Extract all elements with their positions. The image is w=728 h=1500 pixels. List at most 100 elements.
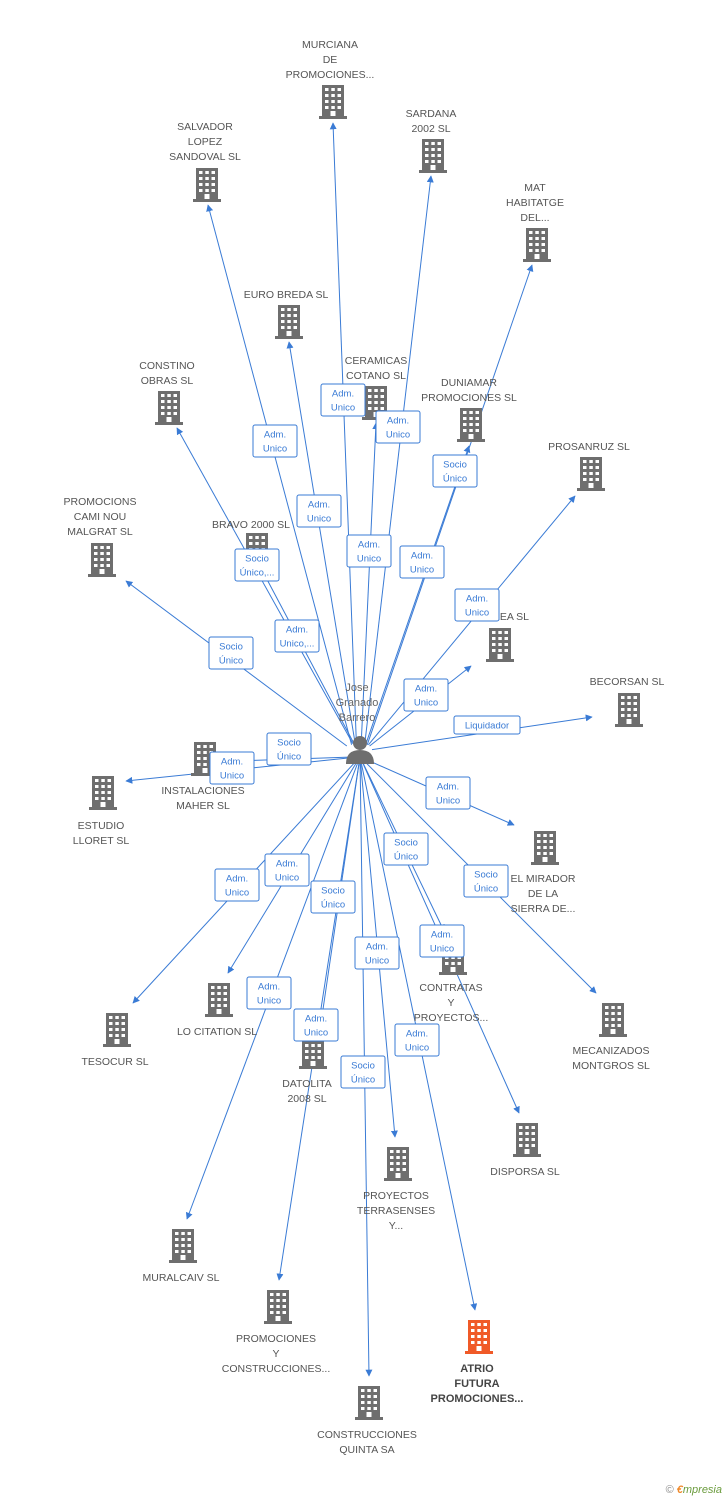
edge-label-box — [293, 1008, 339, 1042]
building-icon — [103, 1013, 131, 1047]
edge-label-constino[interactable]: SocioÚnico,... — [234, 548, 280, 582]
edge-label-muralcaiv[interactable]: Adm.Unico — [246, 976, 292, 1010]
edge-label-text: Adm. — [358, 540, 380, 551]
edge-label-text: Adm. — [286, 625, 308, 636]
edge-label-lloret[interactable]: Adm.Unico — [209, 751, 255, 785]
edge-label-box — [403, 678, 449, 712]
edge-label-box — [453, 715, 521, 735]
footer-brand: ©€mpresia — [666, 1484, 722, 1496]
company-label: SIERRA DE... — [511, 903, 576, 915]
edge-label-text: Unico — [304, 1028, 328, 1039]
edge-label-locitation[interactable]: Adm. Unico — [264, 853, 310, 887]
company-label: PROMOCIONES... — [431, 1393, 524, 1405]
company-label: BECORSAN SL — [590, 676, 665, 688]
edge-label-box — [346, 534, 392, 568]
building-icon — [513, 1123, 541, 1157]
person-icon — [346, 736, 374, 764]
building-icon — [264, 1290, 292, 1324]
edge-to-eurobreda — [286, 341, 356, 744]
company-node-bravo[interactable]: BRAVO 2000 SL — [212, 519, 290, 567]
company-label: PROMOCIONES — [236, 1333, 316, 1345]
company-label: BRAVO 2000 SL — [212, 519, 290, 531]
edge-label-text: Adm. — [226, 874, 248, 885]
company-node-muralcaiv[interactable]: MURALCAIV SL — [142, 1229, 220, 1284]
company-label: Y... — [389, 1220, 403, 1232]
building-icon — [465, 1320, 493, 1354]
company-label: MECANIZADOS — [572, 1045, 649, 1057]
edge-label-text: Único — [474, 884, 498, 895]
edge-label-box — [419, 924, 465, 958]
company-node-contratas[interactable]: CONTRATASYPROYECTOS... — [414, 941, 489, 1024]
edge-label-talea[interactable]: Adm.Unico — [403, 678, 449, 712]
edge-label-atrio[interactable]: Adm.Unico — [394, 1023, 440, 1057]
company-label: ATRIO — [460, 1363, 494, 1375]
company-node-atrio[interactable]: ATRIOFUTURAPROMOCIONES... — [431, 1320, 524, 1405]
edge-label-salvador[interactable]: Adm.Unico — [252, 424, 298, 458]
company-label: MALGRAT SL — [67, 526, 133, 538]
building-icon — [319, 85, 347, 119]
edge-label-becorsan[interactable]: Liquidador — [453, 715, 521, 735]
company-node-terrasenses[interactable]: PROYECTOSTERRASENSESY... — [357, 1147, 435, 1232]
edge-label-mirador[interactable]: Adm.Unico — [425, 776, 471, 810]
edge-label-duniamar[interactable]: Adm.Unico — [399, 545, 445, 579]
building-icon — [577, 457, 605, 491]
company-label: HABITATGE — [506, 197, 564, 209]
edge-label-prosanruz[interactable]: Adm.Unico — [454, 588, 500, 622]
building-icon — [599, 1003, 627, 1037]
building-icon — [486, 628, 514, 662]
company-label: DISPORSA SL — [490, 1166, 560, 1178]
edge-label-text: Adm. — [431, 930, 453, 941]
company-node-becorsan[interactable]: BECORSAN SL — [590, 676, 665, 727]
company-node-disporsa[interactable]: DISPORSA SL — [490, 1123, 560, 1178]
company-node-eurobreda[interactable]: EURO BREDA SL — [244, 289, 329, 339]
company-node-promociones[interactable]: PROMOCIONESYCONSTRUCCIONES... — [222, 1290, 331, 1375]
edge-label-ceramicas[interactable]: Adm.Unico — [346, 534, 392, 568]
company-node-tesocur[interactable]: TESOCUR SL — [81, 1013, 149, 1068]
company-node-locitation[interactable]: LO CITATION SL — [177, 983, 257, 1038]
edge-label-murciana[interactable]: Adm.Unico — [320, 383, 366, 417]
edge-label-eurobreda[interactable]: Adm.Unico — [296, 494, 342, 528]
company-node-murciana[interactable]: MURCIANADEPROMOCIONES... — [286, 39, 375, 119]
edge-label-tesocur[interactable]: Adm.Unico — [214, 868, 260, 902]
edge-to-ceramicas — [360, 422, 380, 744]
edge-label-promociones[interactable]: Adm.Unico — [293, 1008, 339, 1042]
edge-label-sardana[interactable]: Adm.Unico — [375, 410, 421, 444]
company-label: CONTRATAS — [419, 982, 482, 994]
edge-label-text: Único — [219, 656, 243, 667]
edge-label-bravo[interactable]: Adm.Unico,... — [274, 619, 320, 653]
edge-label-text: Adm. — [276, 859, 298, 870]
edge-label-terrasenses[interactable]: Adm.Unico — [354, 936, 400, 970]
edge-label-box — [340, 1055, 386, 1089]
building-icon — [89, 776, 117, 810]
edge-label-box — [234, 548, 280, 582]
company-node-mat[interactable]: MATHABITATGEDEL... — [506, 182, 564, 262]
edge-label-text: Unico — [275, 873, 299, 884]
edge-labels-layer: Adm.UnicoAdm.UnicoAdm.UnicoSocioÚnicoAdm… — [208, 383, 521, 1089]
company-label: DE LA — [528, 888, 558, 900]
company-node-prosanruz[interactable]: PROSANRUZ SL — [548, 441, 630, 491]
edge-label-box — [209, 751, 255, 785]
edge-label-disporsa[interactable]: Adm.Unico — [419, 924, 465, 958]
person-name-line: Jose — [345, 682, 368, 694]
edge-to-sardana — [364, 175, 434, 744]
